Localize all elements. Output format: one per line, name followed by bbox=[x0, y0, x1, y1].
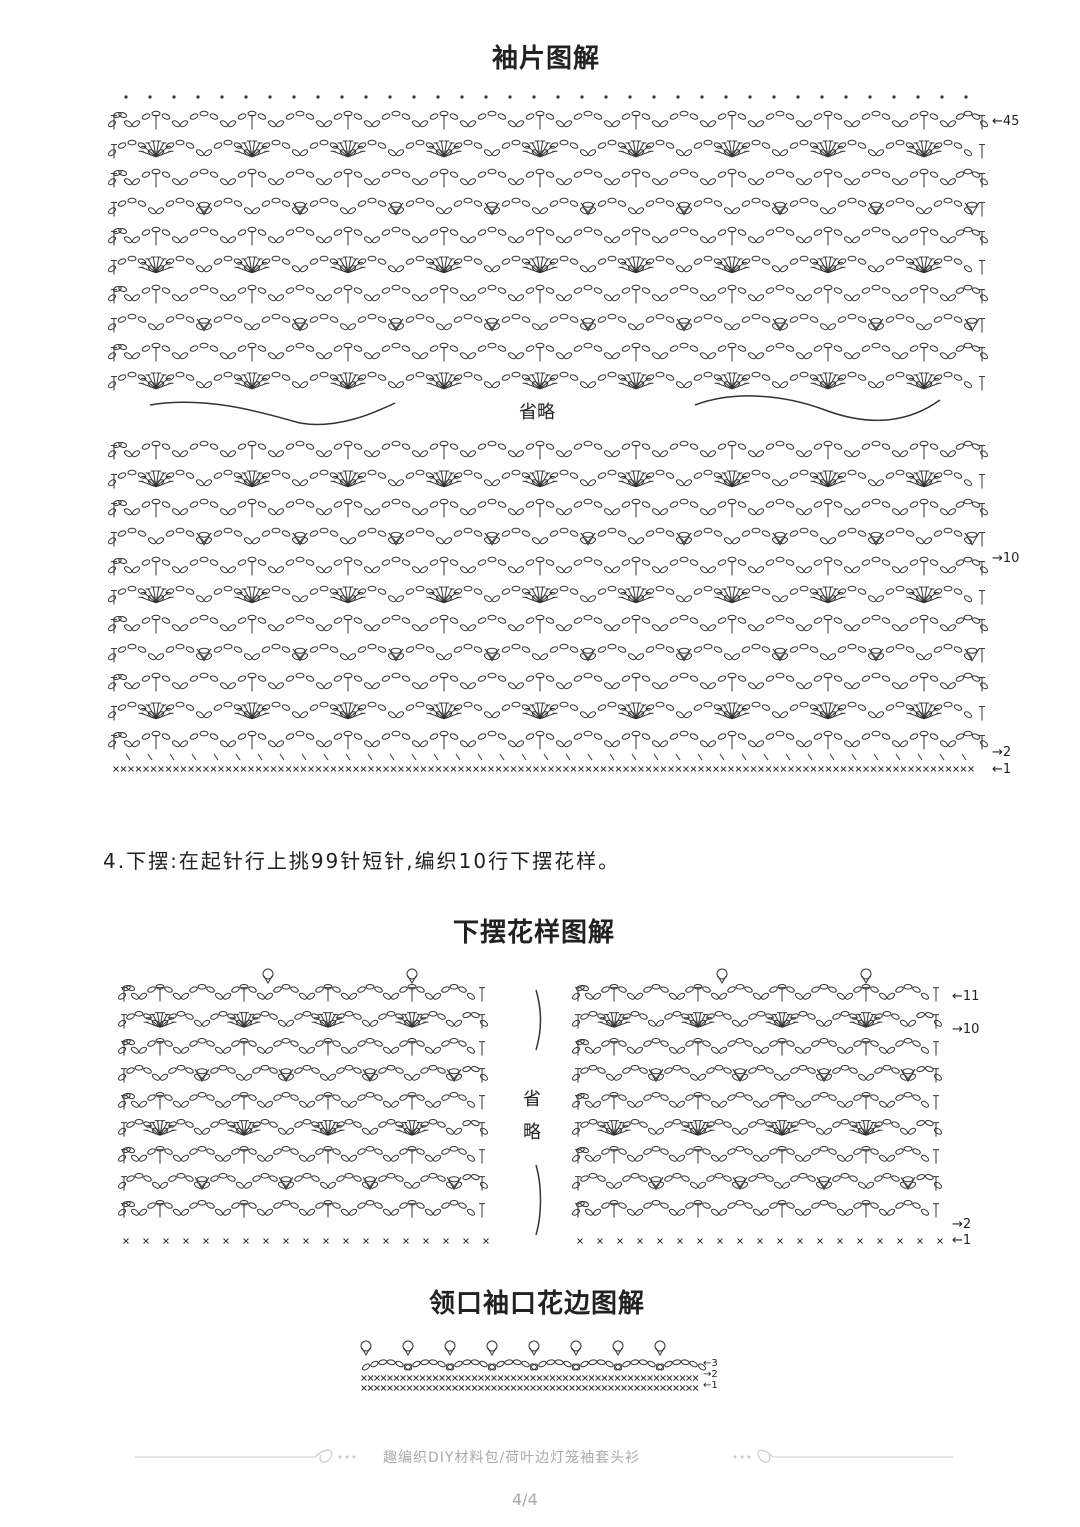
hem-row-marker-10: →10 bbox=[952, 1022, 980, 1037]
page-number: 4/4 bbox=[512, 1490, 538, 1509]
hem-chart-right bbox=[571, 968, 943, 1244]
omit-wave-left bbox=[149, 401, 396, 426]
edging-row-marker-2: →2 bbox=[703, 1369, 718, 1380]
hem-omit-bracket bbox=[535, 989, 542, 1236]
sleeve-omit-label: 省略 bbox=[519, 402, 555, 423]
row-marker-1: ←1 bbox=[992, 762, 1012, 777]
hem-row-marker-1: ←1 bbox=[952, 1233, 972, 1248]
edging-chart-title: 领口袖口花边图解 bbox=[428, 1289, 645, 1319]
footer-ornament-left bbox=[135, 1449, 356, 1463]
sleeve-chart-lower bbox=[107, 440, 989, 772]
row-marker-10: →10 bbox=[992, 551, 1020, 566]
footer-ornament-right bbox=[733, 1449, 953, 1463]
row-marker-2: →2 bbox=[992, 745, 1012, 760]
row-marker-45: ←45 bbox=[992, 114, 1020, 129]
edging-row-marker-3: ←3 bbox=[703, 1358, 718, 1369]
hem-chart-title: 下摆花样图解 bbox=[452, 918, 615, 948]
edging-chart bbox=[360, 1340, 707, 1391]
hem-row-marker-2: →2 bbox=[952, 1217, 972, 1232]
sleeve-chart-title: 袖片图解 bbox=[491, 44, 600, 74]
hem-omit-label-1: 省 bbox=[523, 1089, 541, 1110]
sleeve-chart-upper bbox=[107, 95, 989, 391]
hem-row-marker-11: ←11 bbox=[952, 989, 980, 1004]
hem-chart-left bbox=[117, 968, 489, 1244]
hem-omit-label-2: 略 bbox=[523, 1122, 541, 1143]
hem-instruction: 4.下摆:在起针行上挑99针短针,编织10行下摆花样。 bbox=[103, 849, 621, 873]
omit-wave-right bbox=[694, 395, 941, 421]
edging-row-marker-1: ←1 bbox=[703, 1380, 718, 1391]
footer-caption: 趣编织DIY材料包/荷叶边灯笼袖套头衫 bbox=[383, 1450, 641, 1466]
